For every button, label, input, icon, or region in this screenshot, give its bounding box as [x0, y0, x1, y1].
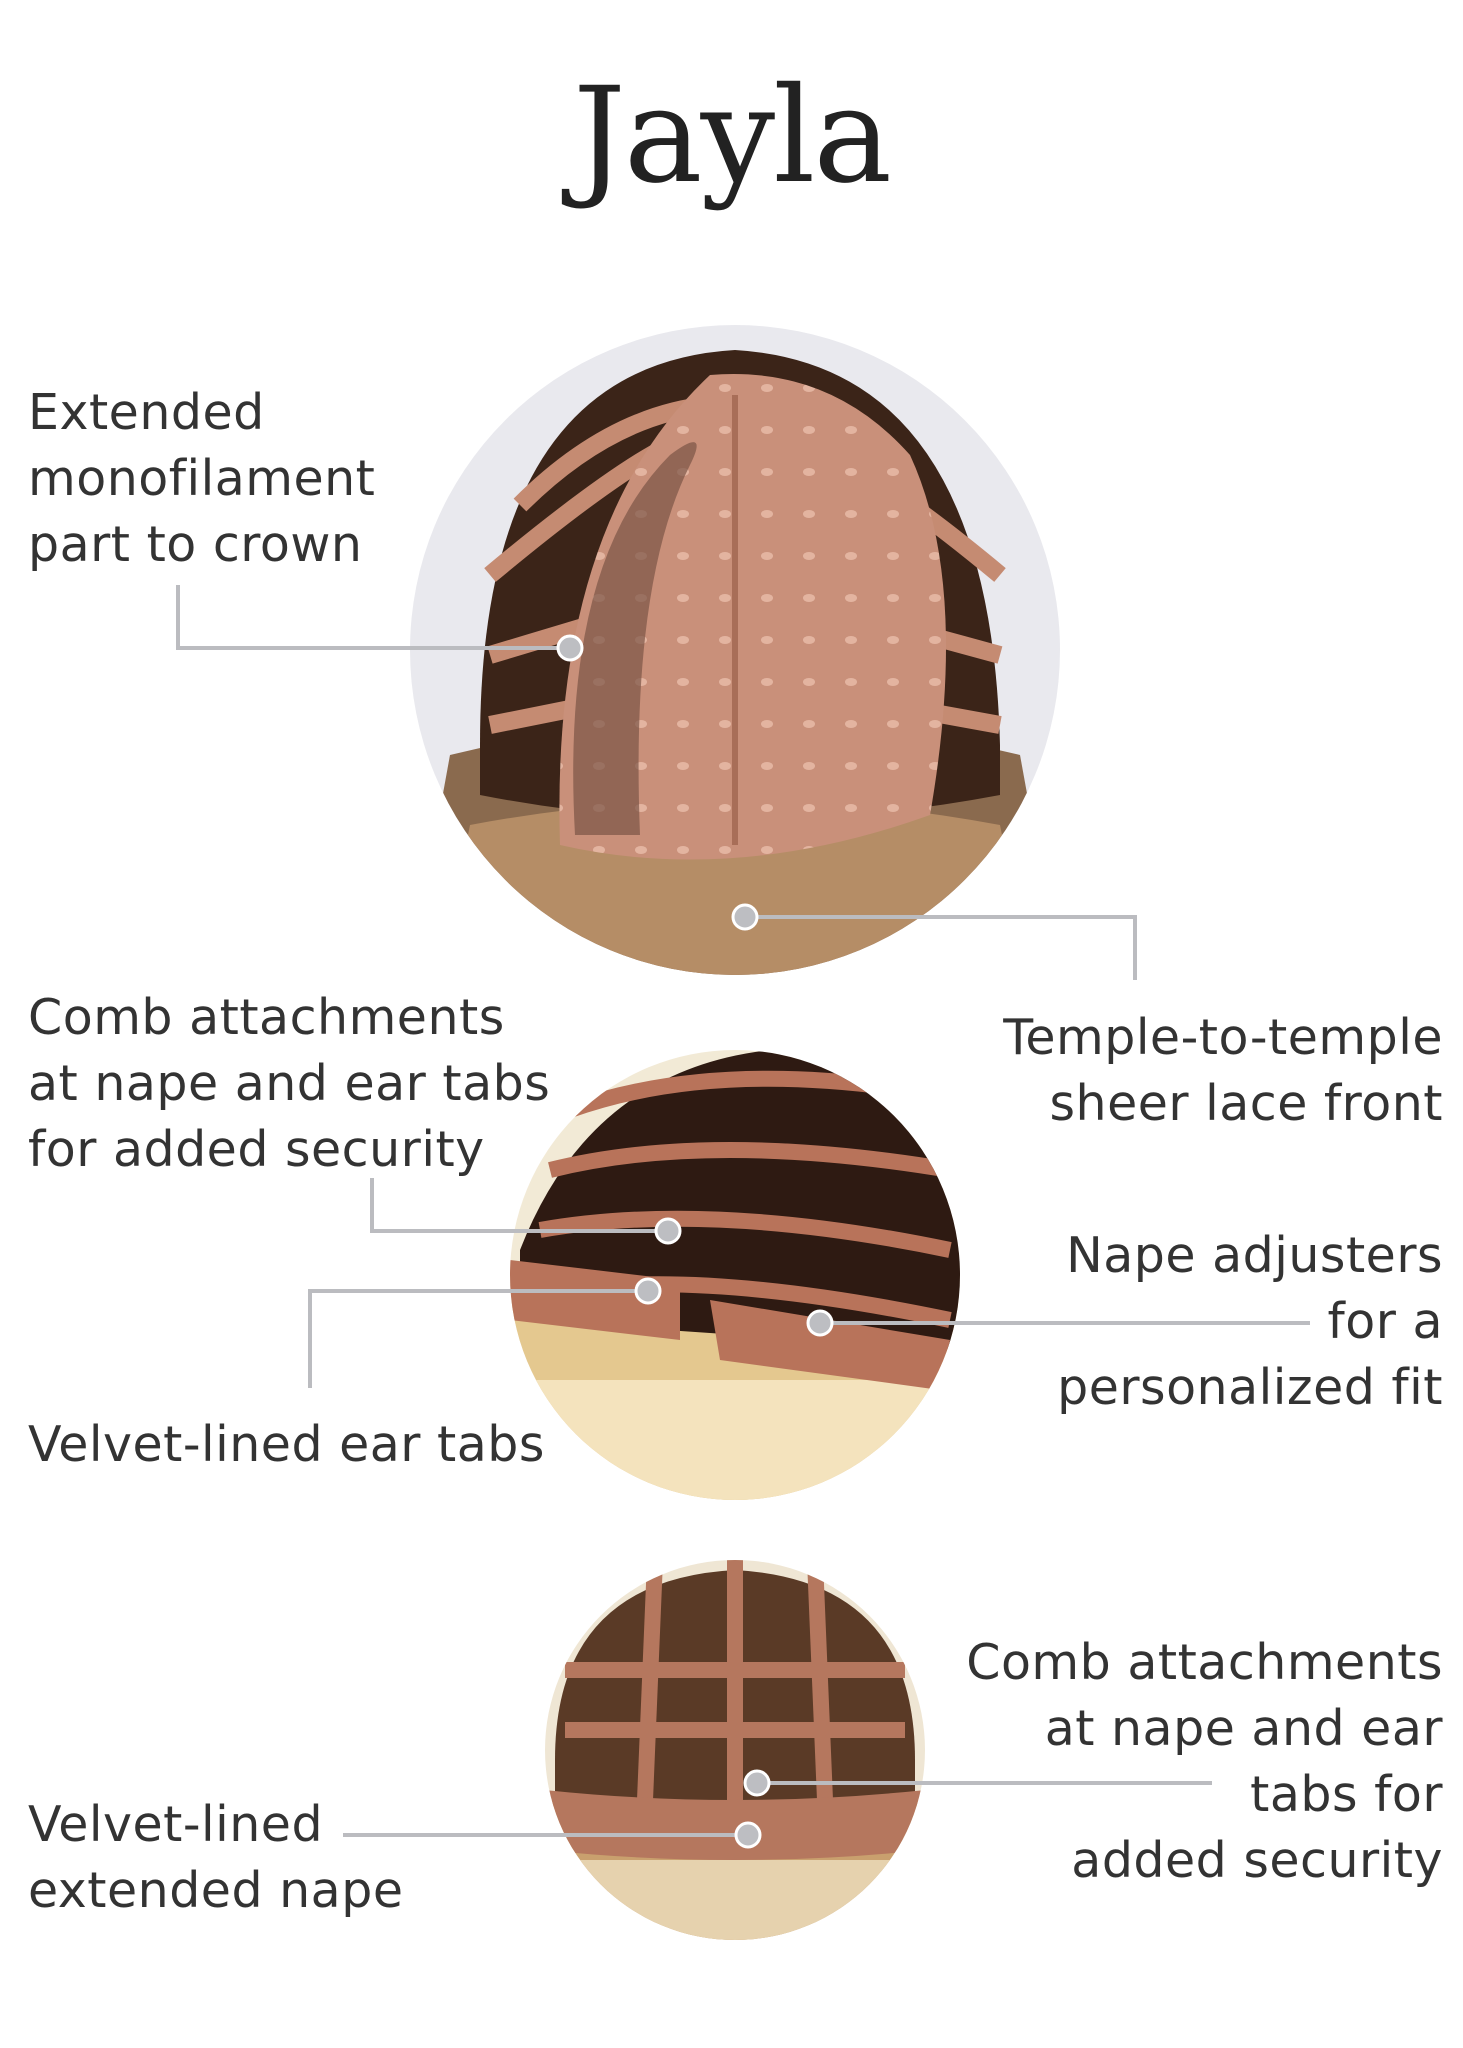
cap-image-top: [410, 325, 1060, 975]
leader-monofilament: [176, 585, 570, 650]
dot-ear-tabs: [634, 1277, 662, 1305]
callout-comb-side: Comb attachments at nape and ear tabs fo…: [28, 989, 551, 1178]
cap-image-side: [510, 1050, 960, 1500]
dot-extended-nape: [734, 1821, 762, 1849]
leader-lace-front: [745, 915, 1137, 980]
callout-extended-nape: Velvet-lined extended nape: [28, 1796, 404, 1919]
cap-image-nape: [545, 1560, 925, 1940]
callout-monofilament: Extended monofilament part to crown: [28, 384, 376, 573]
callout-ear-tabs: Velvet-lined ear tabs: [28, 1416, 545, 1473]
dot-comb-side: [654, 1217, 682, 1245]
callout-nape-adjusters: Nape adjusters for a personalized fit: [1057, 1227, 1443, 1416]
leader-comb-side: [370, 1178, 668, 1233]
dot-nape-adjusters: [806, 1309, 834, 1337]
leader-ear-tabs: [308, 1289, 648, 1388]
dot-monofilament: [556, 634, 584, 662]
dot-lace-front: [731, 903, 759, 931]
product-title: Jayla: [572, 59, 892, 213]
callout-lace-front: Temple-to-temple sheer lace front: [1003, 1009, 1443, 1132]
callout-comb-nape: Comb attachments at nape and ear tabs fo…: [966, 1634, 1443, 1889]
dot-comb-nape: [743, 1769, 771, 1797]
